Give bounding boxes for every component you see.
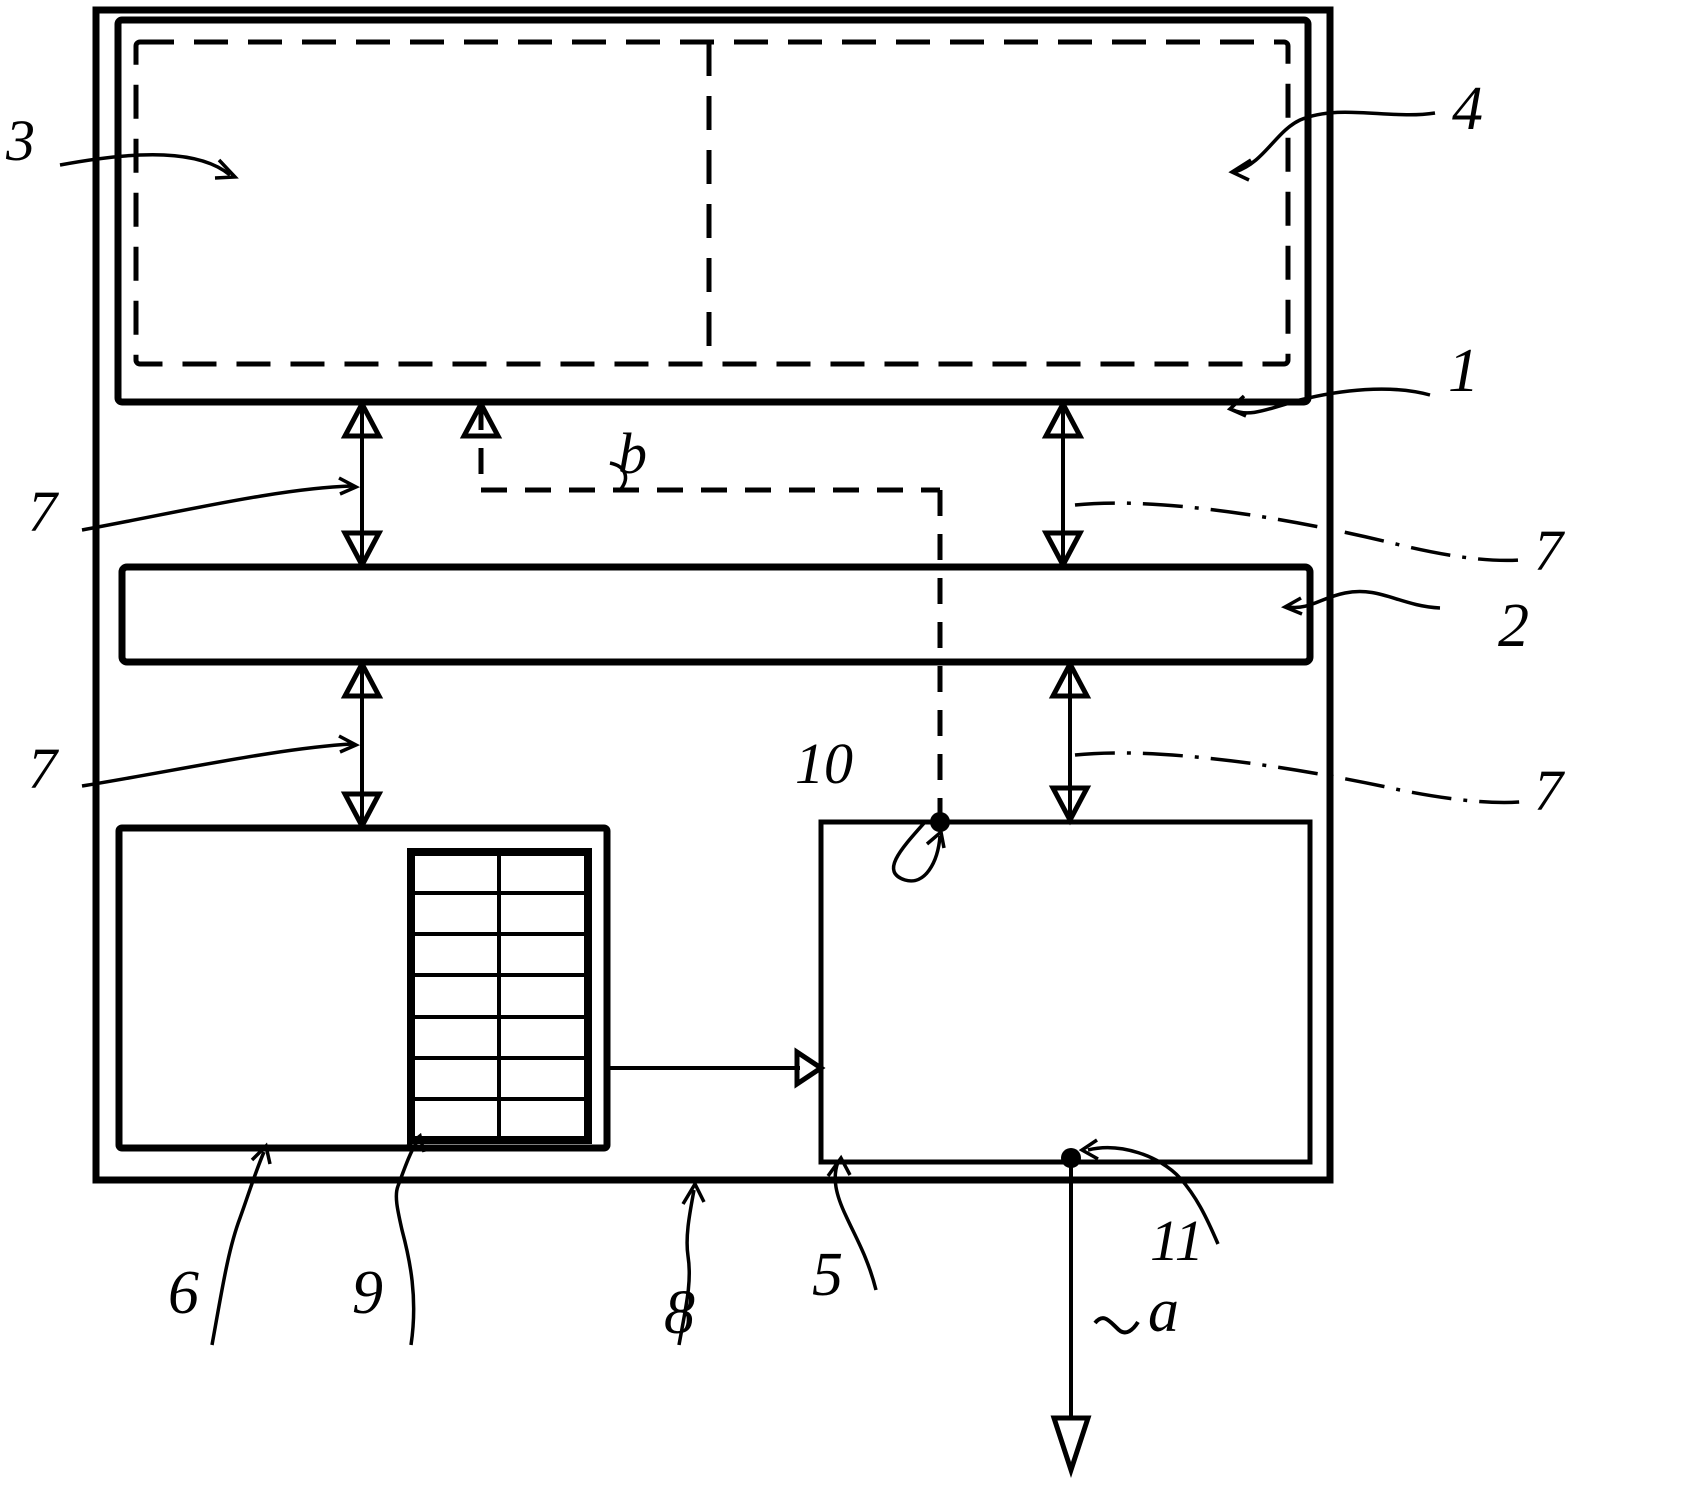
upper-unit-rect xyxy=(114,16,1312,406)
leader-line-7-lower-left xyxy=(81,742,353,788)
leader-line-10 xyxy=(891,820,942,883)
label-a: a xyxy=(1148,1277,1179,1345)
label-9: 9 xyxy=(352,1259,383,1327)
label-7-lower-right: 7 xyxy=(1534,758,1563,823)
label-7-lower-left: 7 xyxy=(28,736,57,801)
memory-grid xyxy=(407,848,592,1144)
leader-arrowhead-8 xyxy=(681,1180,706,1205)
label-8: 8 xyxy=(664,1279,695,1347)
label-1: 1 xyxy=(1448,337,1479,405)
leader-arrowhead-7-upper-left xyxy=(338,476,361,496)
leader-line-1 xyxy=(1232,387,1431,415)
leader-line-11 xyxy=(1087,1145,1220,1245)
leader-line-7-upper-right xyxy=(1074,501,1521,563)
leader-line-6 xyxy=(210,1151,266,1346)
leader-line-b xyxy=(609,461,628,491)
leader-arrowhead-3 xyxy=(214,158,239,180)
label-4: 4 xyxy=(1452,75,1483,143)
label-10: 10 xyxy=(795,731,853,796)
signal-dashed-path xyxy=(459,398,943,822)
signal-out-arrow xyxy=(1050,1158,1092,1479)
label-b: b xyxy=(618,421,647,486)
label-7-upper-right: 7 xyxy=(1534,518,1563,583)
leader-arrowhead-11 xyxy=(1078,1138,1099,1161)
leader-arrowhead-9 xyxy=(403,1132,426,1153)
leader-line-7-lower-right xyxy=(1074,751,1521,805)
label-11: 11 xyxy=(1150,1208,1204,1273)
leader-line-9 xyxy=(394,1139,420,1346)
leader-arrowhead-7-lower-left xyxy=(338,734,361,754)
label-3: 3 xyxy=(6,108,35,173)
leader-line-7-upper-left xyxy=(81,484,353,532)
leader-arrowhead-4 xyxy=(1228,158,1252,182)
label-7-upper-left: 7 xyxy=(28,479,57,544)
leader-line-2 xyxy=(1287,589,1441,610)
label-6: 6 xyxy=(168,1259,199,1327)
bus-bar-rect xyxy=(118,563,1314,666)
leader-arrowhead-5 xyxy=(826,1154,852,1178)
outer-frame-rect xyxy=(92,6,1334,1184)
grid-to-right-unit-arrow xyxy=(607,1047,826,1089)
link-upper-left xyxy=(340,398,384,571)
label-5: 5 xyxy=(812,1241,843,1309)
link-lower-right xyxy=(1048,658,1092,826)
link-upper-right xyxy=(1041,398,1085,571)
leader-arrowhead-10 xyxy=(925,828,946,849)
leader-line-a xyxy=(1093,1316,1140,1335)
leader-arrowhead-2 xyxy=(1280,596,1303,616)
leader-line-3 xyxy=(59,153,232,177)
leader-arrowhead-6 xyxy=(250,1142,272,1165)
inner-dashed-region-rect xyxy=(133,39,1291,367)
leader-line-8 xyxy=(677,1189,696,1346)
leader-line-5 xyxy=(833,1161,878,1291)
leader-line-4 xyxy=(1234,110,1436,174)
label-2: 2 xyxy=(1498,592,1529,660)
leader-arrowhead-1 xyxy=(1226,394,1247,418)
node-upper-dot xyxy=(930,812,950,832)
link-lower-left xyxy=(340,658,384,832)
